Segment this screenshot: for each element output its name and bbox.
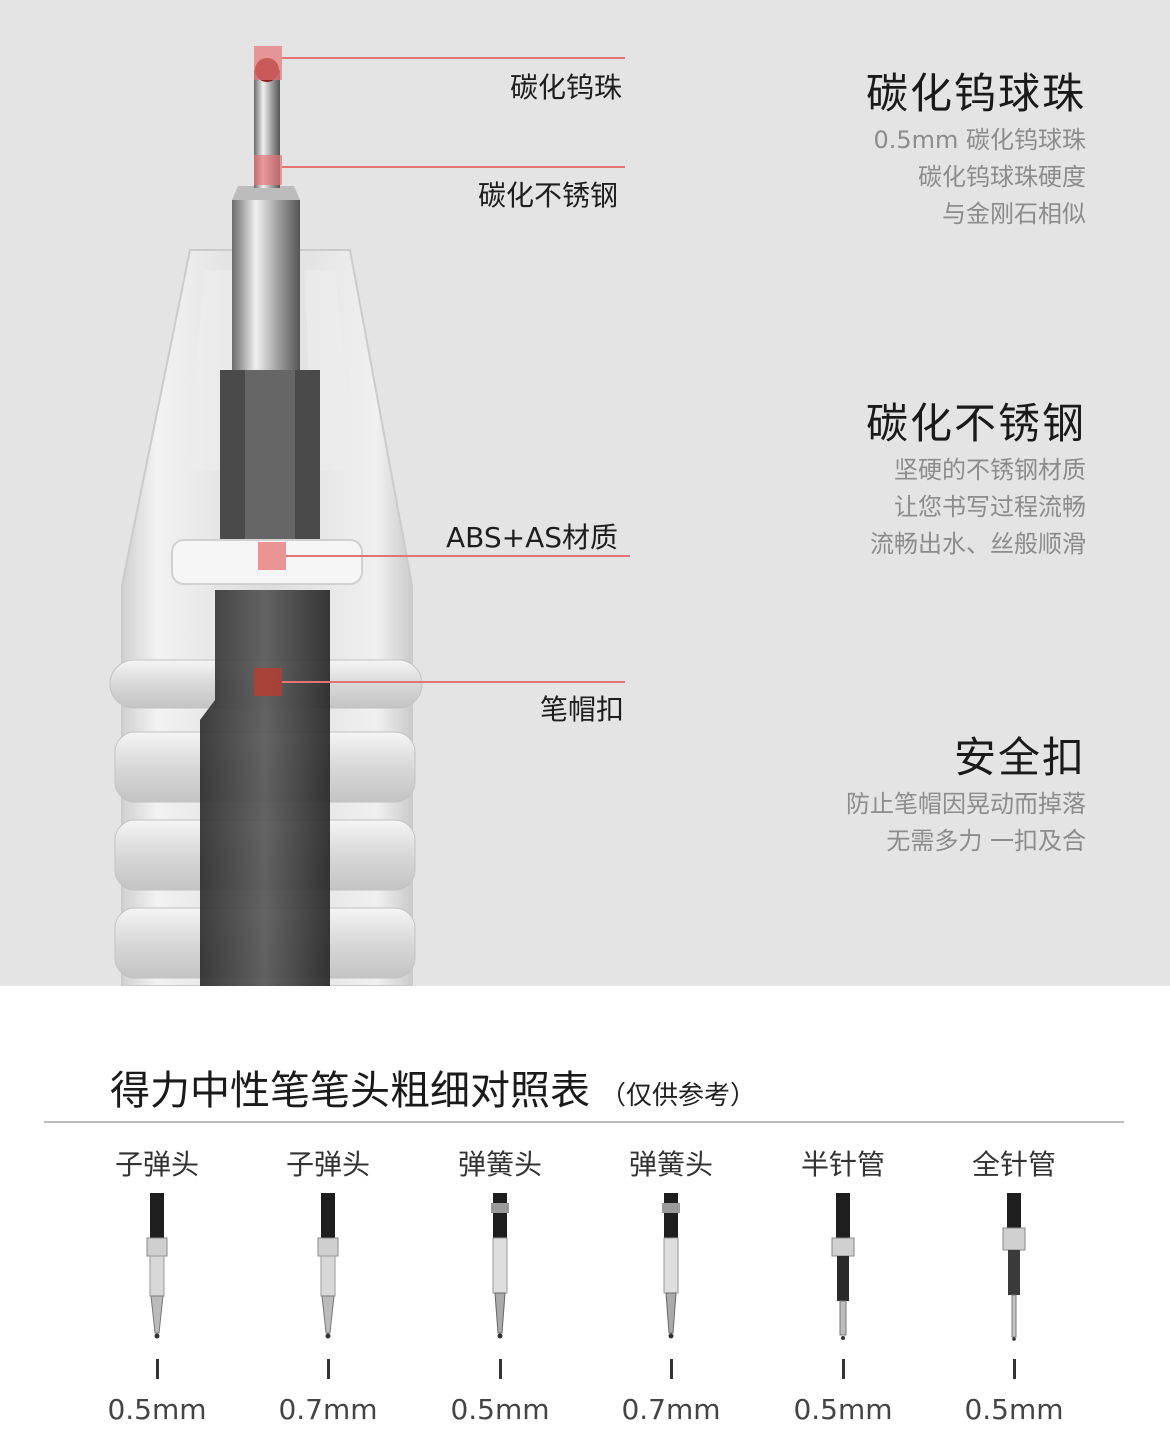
refill-tick-mark <box>841 1359 845 1379</box>
refill-type-label: 弹簧头 <box>628 1148 713 1181</box>
refill-tip-image <box>1002 1193 1026 1341</box>
refill-tick-mark <box>498 1359 502 1379</box>
feature-line: 防止笔帽因晃动而掉落 <box>846 790 1086 818</box>
refill-tip-image <box>146 1193 168 1339</box>
callout-steel: 碳化不锈钢 <box>478 179 619 212</box>
feature-safety-clip: 安全扣 防止笔帽因晃动而掉落 无需多力 一扣及合 <box>846 730 1086 860</box>
feature-title: 安全扣 <box>953 733 1086 782</box>
feature-line: 让您书写过程流畅 <box>894 493 1086 521</box>
feature-line: 0.5mm 碳化钨球珠 <box>873 126 1086 154</box>
callout-abs: ABS+AS材质 <box>446 521 619 554</box>
divider <box>44 1121 1124 1123</box>
refill-size-label: 0.7mm <box>621 1393 721 1426</box>
comparison-title-text: 得力中性笔笔头粗细对照表 <box>110 1068 590 1114</box>
refill-item: 弹簧头 0.7mm <box>596 1145 746 1426</box>
refill-tip-image <box>317 1193 339 1339</box>
feature-line: 坚硬的不锈钢材质 <box>894 456 1086 484</box>
refill-size-label: 0.7mm <box>278 1393 378 1426</box>
refill-tick-mark <box>1012 1359 1016 1379</box>
feature-line: 与金刚石相似 <box>942 200 1086 228</box>
comparison-subtitle: （仅供参考） <box>600 1081 757 1111</box>
refill-size-label: 0.5mm <box>450 1393 550 1426</box>
feature-title: 碳化不锈钢 <box>865 399 1086 448</box>
refill-tip-image <box>831 1193 855 1340</box>
refill-item: 半针管 0.5mm <box>768 1145 918 1426</box>
comparison-title: 得力中性笔笔头粗细对照表 （仅供参考） <box>110 1058 756 1116</box>
refill-type-label: 半针管 <box>800 1148 885 1181</box>
feature-ball: 碳化钨球珠 0.5mm 碳化钨球珠 碳化钨球珠硬度 与金刚石相似 <box>866 66 1086 233</box>
refill-type-label: 子弹头 <box>114 1148 199 1181</box>
refill-item: 弹簧头 0.5mm <box>425 1145 575 1426</box>
callout-ball: 碳化钨珠 <box>510 71 623 104</box>
callout-cap: 笔帽扣 <box>540 693 625 726</box>
refill-tick-mark <box>155 1359 159 1379</box>
refill-item: 子弹头 0.5mm <box>82 1145 232 1426</box>
feature-steel: 碳化不锈钢 坚硬的不锈钢材质 让您书写过程流畅 流畅出水、丝般顺滑 <box>866 396 1086 563</box>
refill-type-label: 全针管 <box>971 1148 1056 1181</box>
pen-illustration <box>109 46 630 986</box>
refill-item: 子弹头 0.7mm <box>253 1145 403 1426</box>
refill-type-label: 子弹头 <box>285 1148 370 1181</box>
refill-tick-mark <box>669 1359 673 1379</box>
refill-tip-image <box>662 1193 680 1339</box>
refill-tip-image <box>491 1193 509 1339</box>
refill-size-label: 0.5mm <box>964 1393 1064 1426</box>
refill-size-label: 0.5mm <box>793 1393 893 1426</box>
refill-type-label: 弹簧头 <box>457 1148 542 1181</box>
refill-item: 全针管 0.5mm <box>939 1145 1089 1426</box>
refill-tick-mark <box>326 1359 330 1379</box>
pen-detail-section: 碳化钨珠 碳化不锈钢 ABS+AS材质 笔帽扣 碳化钨球珠 0.5mm 碳化钨球… <box>0 0 1170 986</box>
feature-line: 流畅出水、丝般顺滑 <box>870 530 1086 558</box>
feature-line: 无需多力 一扣及合 <box>886 827 1086 855</box>
refill-size-label: 0.5mm <box>107 1393 207 1426</box>
feature-title: 碳化钨球珠 <box>865 69 1086 118</box>
feature-line: 碳化钨球珠硬度 <box>918 163 1086 191</box>
